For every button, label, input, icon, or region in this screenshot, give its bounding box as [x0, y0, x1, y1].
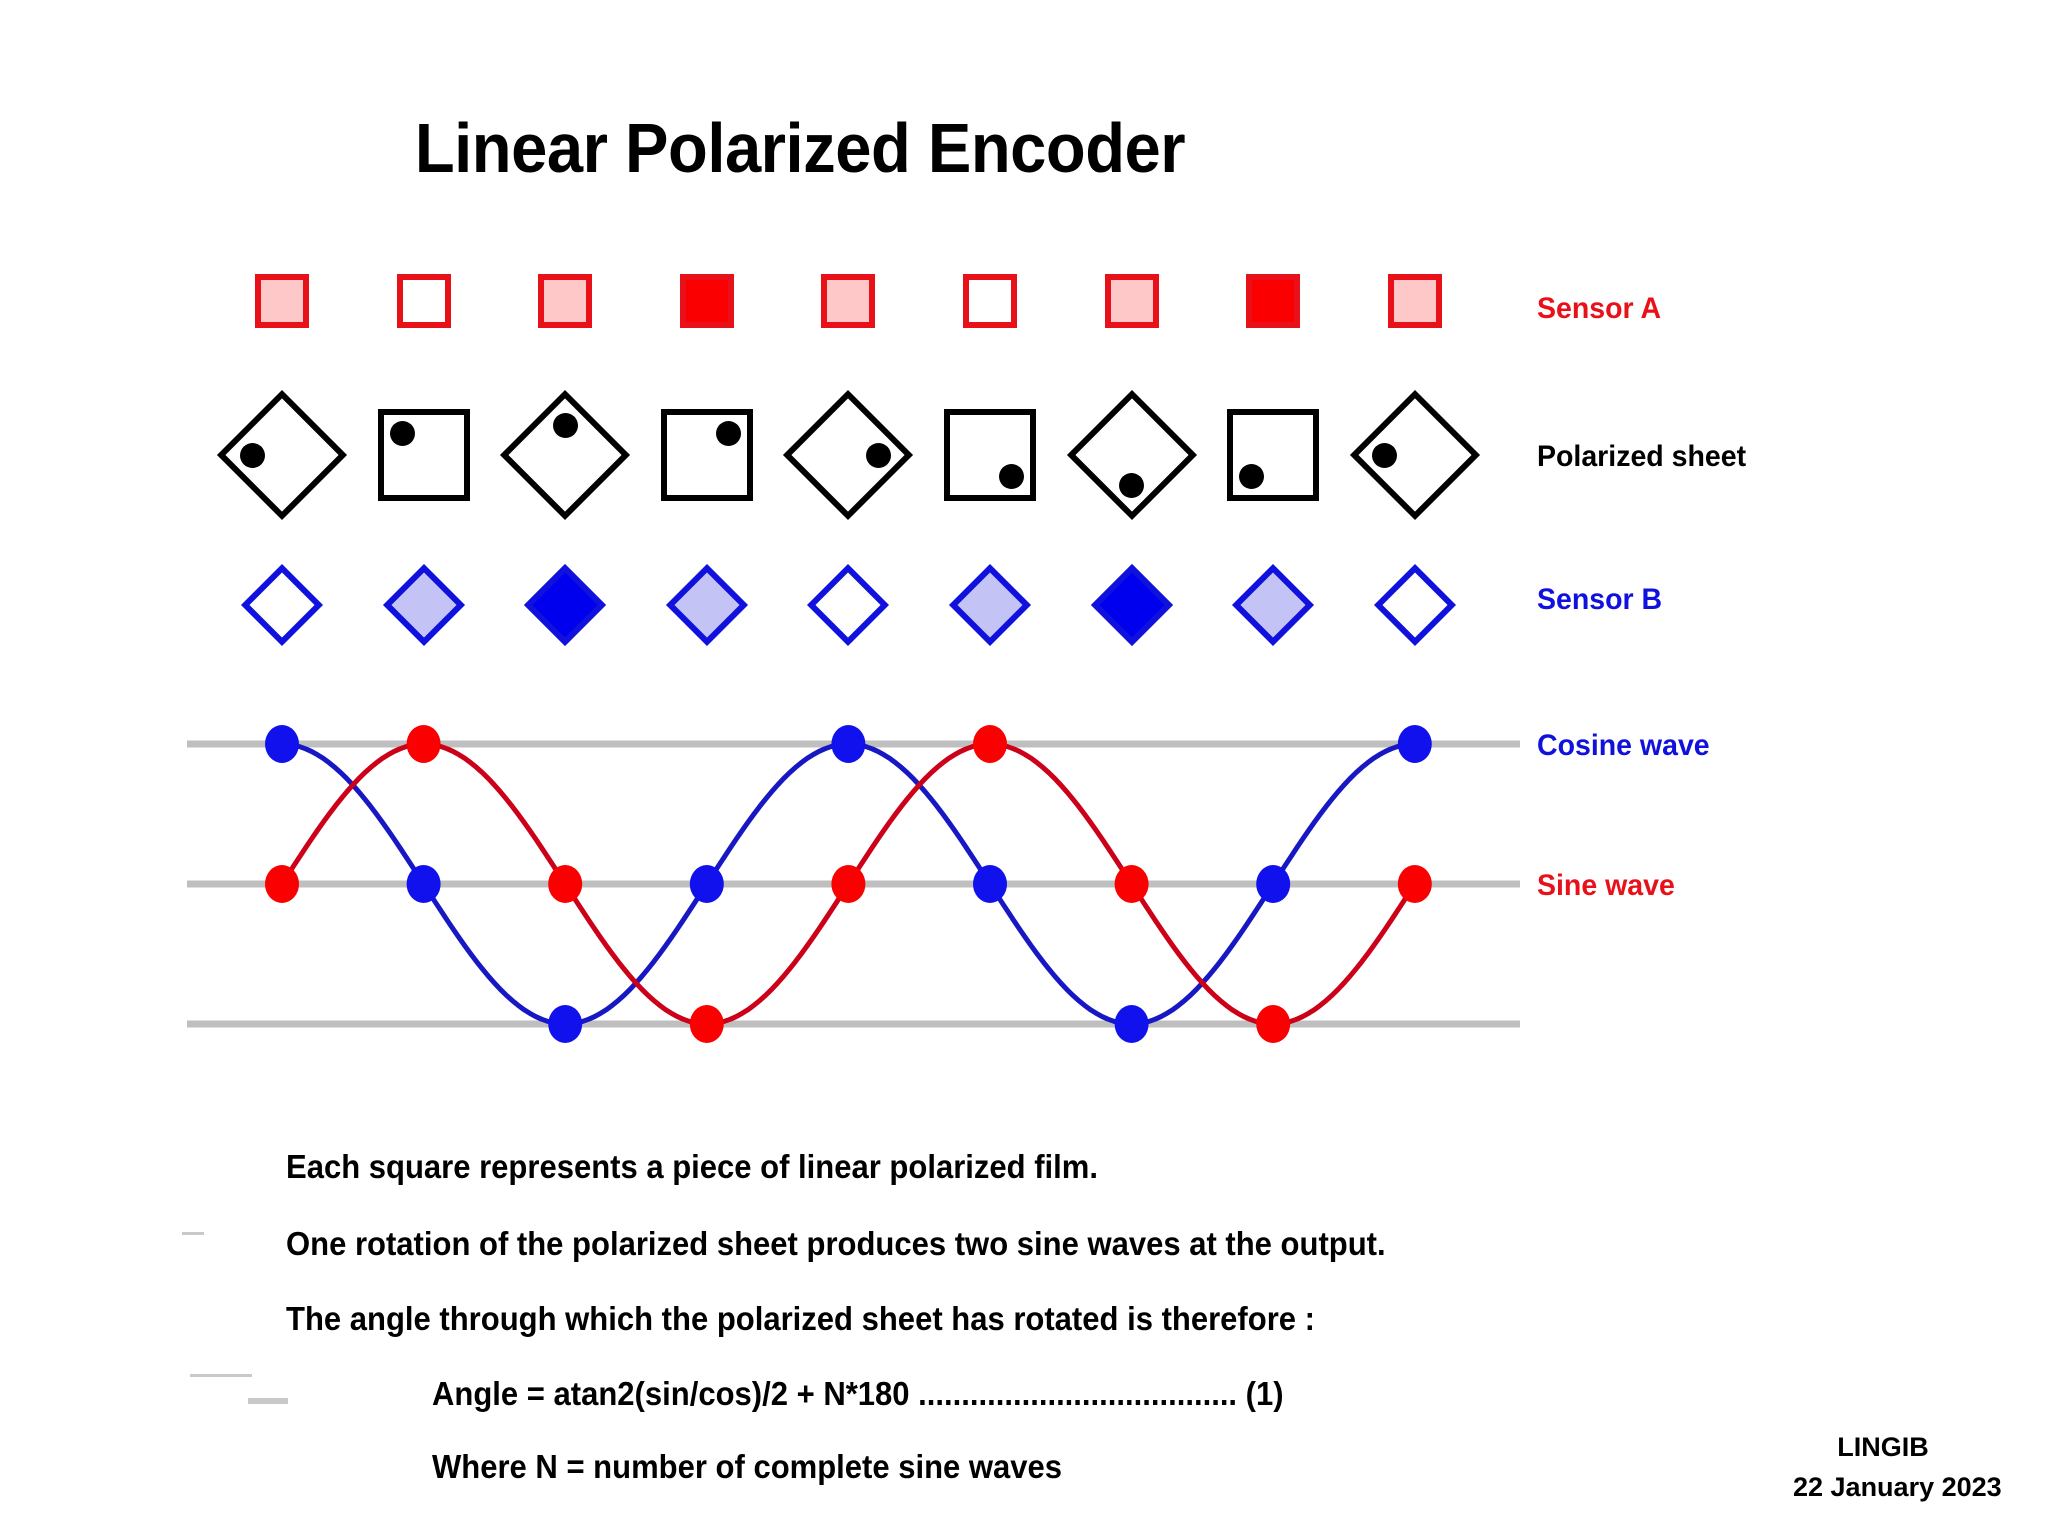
scan-artifact-left-3	[248, 1398, 288, 1404]
polarized-film-square	[1066, 389, 1197, 521]
polarized-sheet-cell	[1227, 409, 1320, 501]
sensor-b-cell	[807, 563, 890, 647]
polarization-axis-dot	[1372, 442, 1398, 468]
footer-date: 22 January 2023	[1793, 1472, 2002, 1502]
sensor-a-cell	[821, 274, 876, 328]
body-line-4: Where N = number of complete sine waves	[432, 1448, 1063, 1485]
sensor-a-cell	[396, 274, 451, 328]
polarized-film-square	[783, 389, 914, 521]
chart-series-line	[279, 741, 1418, 1027]
polarized-film-square	[1227, 409, 1320, 501]
sensor-b-cell	[240, 563, 324, 647]
chart-data-point	[973, 865, 1007, 903]
sensor-b-cell	[1090, 563, 1173, 647]
chart-series-line	[279, 741, 1418, 1027]
polarized-sheet-cell	[377, 409, 470, 501]
chart-data-point	[548, 1005, 583, 1043]
polarized-film-square	[944, 409, 1036, 501]
polarized-sheet-cell	[783, 389, 914, 521]
sensor-a-cell	[1246, 274, 1301, 328]
sensor-b-cell	[1232, 563, 1315, 647]
sensor-a-cell	[963, 274, 1017, 328]
polarized-sheet-cell	[944, 409, 1036, 501]
sensor-a-cell	[538, 274, 593, 328]
chart-data-point	[406, 865, 441, 903]
sensor-a-label: Sensor A	[1537, 292, 1662, 325]
sensor-a-cell	[1387, 274, 1442, 328]
polarization-axis-dot	[1239, 463, 1265, 489]
chart-data-point	[1114, 865, 1149, 903]
chart-data-point	[831, 865, 866, 903]
polarization-axis-dot	[389, 421, 415, 447]
sensor-b-label: Sensor B	[1537, 583, 1663, 616]
chart-data-point	[1256, 1005, 1291, 1043]
chart-data-point	[973, 725, 1007, 763]
polarized-film-square	[377, 409, 470, 501]
polarized-sheet-cell	[660, 409, 753, 501]
sensor-b-cell	[948, 563, 1032, 647]
chart-data-point	[406, 725, 441, 763]
chart-data-point	[689, 1005, 724, 1043]
sensor-a-cell	[255, 274, 309, 328]
chart-data-point	[265, 725, 299, 763]
chart-data-point	[689, 865, 724, 903]
sensor-b-cell	[382, 563, 465, 647]
polarization-axis-dot	[715, 421, 741, 447]
body-line-2: One rotation of the polarized sheet prod…	[286, 1225, 1386, 1262]
polarization-axis-dot	[552, 412, 578, 438]
sensor-b-cell	[1373, 563, 1456, 647]
chart-data-point	[1397, 865, 1432, 903]
polarization-axis-dot	[1119, 472, 1145, 498]
polarized-sheet-cell	[1349, 389, 1480, 521]
sine-wave-label: Sine wave	[1537, 869, 1675, 902]
polarized-film-square	[216, 389, 348, 521]
sensor-b-cell	[665, 563, 748, 647]
polarized-sheet-cell	[216, 389, 348, 521]
sensor-a-cell	[679, 274, 734, 328]
scan-artifact-left-2	[190, 1374, 252, 1377]
footer-author: LINGIB	[1837, 1432, 1929, 1462]
body-line-3: The angle through which the polarized sh…	[286, 1300, 1315, 1337]
chart-data-point	[831, 725, 866, 763]
angle-formula: Angle = atan2(sin/cos)/2 + N*180 .......…	[432, 1375, 1284, 1412]
chart-data-point	[1114, 1005, 1149, 1043]
body-line-1: Each square represents a piece of linear…	[286, 1148, 1098, 1185]
polarization-axis-dot	[998, 463, 1024, 489]
polarization-axis-dot	[239, 442, 265, 468]
polarized-sheet-cell	[1066, 389, 1197, 521]
chart-data-point	[1397, 725, 1432, 763]
polarized-film-square	[1349, 389, 1480, 521]
cosine-wave-label: Cosine wave	[1537, 729, 1710, 762]
chart-data-point	[265, 865, 299, 903]
page-title: Linear Polarized Encoder	[414, 109, 1186, 187]
polarized-sheet-label: Polarized sheet	[1537, 440, 1747, 473]
sensor-b-cell	[524, 563, 607, 647]
polarized-film-square	[660, 409, 753, 501]
polarized-film-square	[500, 389, 631, 521]
polarized-sheet-cell	[500, 389, 631, 521]
polarization-axis-dot	[865, 442, 891, 468]
scan-artifact-left-1	[182, 1232, 204, 1235]
chart-data-point	[548, 865, 583, 903]
sensor-a-cell	[1104, 274, 1159, 328]
chart-data-point	[1256, 865, 1291, 903]
